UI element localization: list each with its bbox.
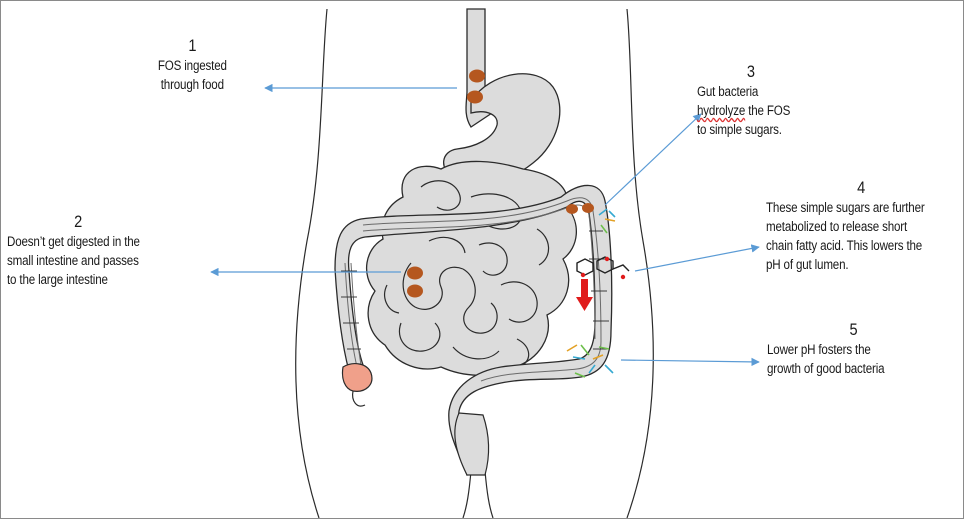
step-5-line-1: Lower pH fosters the [767,340,922,359]
step-3-line-2-rest: the FOS [748,103,790,118]
step-4-line-2: metabolized to release short [766,217,957,236]
arrow-step-4 [635,247,759,271]
step-2-number: 2 [7,211,188,232]
body-outline-left [296,9,327,518]
step-2-line-1: Doesn’t get digested in the [7,232,188,251]
step-5-number: 5 [767,319,922,340]
leg-line-right [485,471,493,518]
step-2-label: 2 Doesn’t get digested in the small inte… [7,211,188,289]
rectum-segment [342,364,371,392]
step-2-line-3: to the large intestine [7,270,188,289]
step-1-label: 1 FOS ingested through food [139,35,246,94]
step-5-label: 5 Lower pH fosters the growth of good ba… [767,319,922,378]
ph-down-arrow [576,279,593,311]
step-1-number: 1 [139,35,246,56]
step-3-number: 3 [697,61,826,82]
leg-line-left [463,471,471,518]
step-3-word-hydrolyze: hydrolyze [697,103,745,118]
step-4-number: 4 [766,177,957,198]
step-4-label: 4 These simple sugars are further metabo… [766,177,957,274]
body-outline-right [627,9,653,518]
step-1-line-2: through food [139,75,246,94]
appendix [353,391,365,406]
step-5-line-2: growth of good bacteria [767,359,922,378]
step-2-line-2: small intestine and passes [7,251,188,270]
step-3-line-2: hydrolyze the FOS [697,101,826,120]
step-3-line-3: to simple sugars. [697,120,826,139]
step-3-label: 3 Gut bacteria hydrolyze the FOS to simp… [697,61,826,139]
small-intestine [367,161,577,375]
sigmoid-rectum [455,413,489,475]
arrow-step-3 [605,114,701,205]
step-1-line-1: FOS ingested [139,56,246,75]
step-3-line-1: Gut bacteria [697,82,826,101]
step-4-line-1: These simple sugars are further [766,198,957,217]
arrow-step-5 [621,360,759,362]
step-4-line-3: chain fatty acid. This lowers the [766,236,957,255]
step-4-line-4: pH of gut lumen. [766,255,957,274]
